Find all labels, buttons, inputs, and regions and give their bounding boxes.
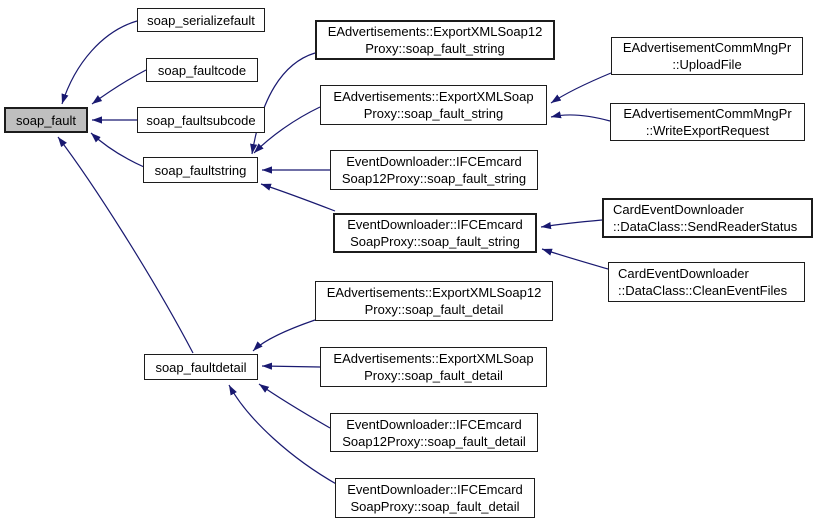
node-label: soap_faultsubcode — [146, 112, 256, 128]
edge-xmlsoapstring-to-faultstring — [253, 106, 321, 154]
node-label: soap_faultstring — [154, 162, 247, 178]
node-label: EventDownloader::IFCEmcard — [347, 482, 523, 497]
node-soap-faultstring[interactable]: soap_faultstring — [143, 157, 258, 183]
node-label: Proxy::soap_fault_string — [363, 106, 504, 121]
edge-soapproxydetail-to-faultdetail — [228, 384, 339, 486]
node-label: ::WriteExportRequest — [645, 123, 770, 138]
node-label: SoapProxy::soap_fault_string — [350, 234, 520, 249]
edge-serializefault-to-fault — [61, 20, 138, 105]
node-label: EAdvertisements::ExportXMLSoap12 — [327, 24, 543, 39]
node-label: EAdvertisementCommMngPr — [623, 106, 792, 121]
node-label: SoapProxy::soap_fault_detail — [350, 499, 520, 514]
node-eadvertisementcommmngpr-writeexportrequest[interactable]: EAdvertisementCommMngPr ::WriteExportReq… — [610, 103, 805, 141]
node-label: ::DataClass::CleanEventFiles — [618, 283, 788, 298]
node-ifcemcardsoapproxy-soap-fault-string[interactable]: EventDownloader::IFCEmcard SoapProxy::so… — [333, 213, 537, 253]
node-ifcemcardsoapproxy-soap-fault-detail[interactable]: EventDownloader::IFCEmcard SoapProxy::so… — [335, 478, 535, 518]
edge-uploadfile-to-xmlsoapstring — [550, 72, 612, 104]
node-label: ::DataClass::SendReaderStatus — [613, 219, 798, 234]
node-ifcemcardsoap12proxy-soap-fault-detail[interactable]: EventDownloader::IFCEmcard Soap12Proxy::… — [330, 413, 538, 452]
node-label: ::UploadFile — [672, 57, 742, 72]
node-exportxmlsoapproxy-soap-fault-detail[interactable]: EAdvertisements::ExportXMLSoap Proxy::so… — [320, 347, 547, 387]
node-label: soap_fault — [16, 112, 76, 128]
node-label: EventDownloader::IFCEmcard — [346, 416, 522, 432]
node-label: Proxy::soap_fault_detail — [364, 368, 503, 383]
node-label: CardEventDownloader — [613, 202, 744, 217]
edge-faultstring-to-fault — [90, 132, 145, 168]
node-label: Soap12Proxy::soap_fault_detail — [342, 433, 526, 449]
edge-sendreader-to-soapproxystring — [540, 219, 603, 230]
node-label: soap_faultdetail — [155, 359, 247, 375]
node-soap-serializefault[interactable]: soap_serializefault — [137, 8, 265, 32]
node-soap-faultdetail[interactable]: soap_faultdetail — [144, 354, 258, 380]
edge-cleanevent-to-soapproxystring — [541, 248, 609, 270]
edge-writeexport-to-xmlsoapstring — [550, 111, 611, 122]
edge-soap12proxydetail-to-faultdetail — [258, 383, 331, 429]
edge-soapproxystring-to-faultstring — [260, 183, 336, 212]
node-label: EAdvertisementCommMngPr — [622, 40, 792, 55]
node-label: CardEventDownloader — [618, 266, 749, 281]
node-label: soap_faultcode — [157, 62, 247, 78]
node-label: soap_serializefault — [147, 12, 255, 28]
node-label: Proxy::soap_fault_detail — [364, 302, 504, 317]
node-exportxmlsoap12proxy-soap-fault-string[interactable]: EAdvertisements::ExportXMLSoap12 Proxy::… — [315, 20, 555, 60]
node-exportxmlsoap12proxy-soap-fault-detail[interactable]: EAdvertisements::ExportXMLSoap12 Proxy::… — [315, 281, 553, 321]
edge-faultdetail-to-fault — [57, 136, 194, 354]
node-label: EventDownloader::IFCEmcard — [346, 154, 522, 169]
node-label: EAdvertisements::ExportXMLSoap — [333, 351, 534, 366]
edge-faultcode-to-fault — [91, 69, 147, 105]
edge-xmlsoapdetail-to-faultdetail — [261, 362, 321, 370]
edge-xmlsoap12string-to-faultstring — [250, 52, 316, 155]
node-ifcemcardsoap12proxy-soap-fault-string[interactable]: EventDownloader::IFCEmcard Soap12Proxy::… — [330, 150, 538, 190]
node-label: EAdvertisements::ExportXMLSoap12 — [326, 285, 542, 300]
node-eadvertisementcommmngpr-uploadfile[interactable]: EAdvertisementCommMngPr ::UploadFile — [611, 37, 803, 75]
node-soap-fault: soap_fault — [4, 107, 88, 133]
node-label: EventDownloader::IFCEmcard — [347, 217, 523, 232]
node-soap-faultcode[interactable]: soap_faultcode — [146, 58, 258, 82]
node-label: Soap12Proxy::soap_fault_string — [341, 171, 527, 186]
node-cardeventdownloader-sendreaderstatus[interactable]: CardEventDownloader ::DataClass::SendRea… — [602, 198, 813, 238]
node-label: Proxy::soap_fault_string — [365, 41, 505, 56]
node-label: EAdvertisements::ExportXMLSoap — [333, 89, 534, 104]
edge-xmlsoap12detail-to-faultdetail — [252, 319, 316, 352]
node-soap-faultsubcode[interactable]: soap_faultsubcode — [137, 107, 265, 133]
node-exportxmlsoapproxy-soap-fault-string[interactable]: EAdvertisements::ExportXMLSoap Proxy::so… — [320, 85, 547, 125]
node-cardeventdownloader-cleaneventfiles[interactable]: CardEventDownloader ::DataClass::CleanEv… — [608, 262, 805, 302]
